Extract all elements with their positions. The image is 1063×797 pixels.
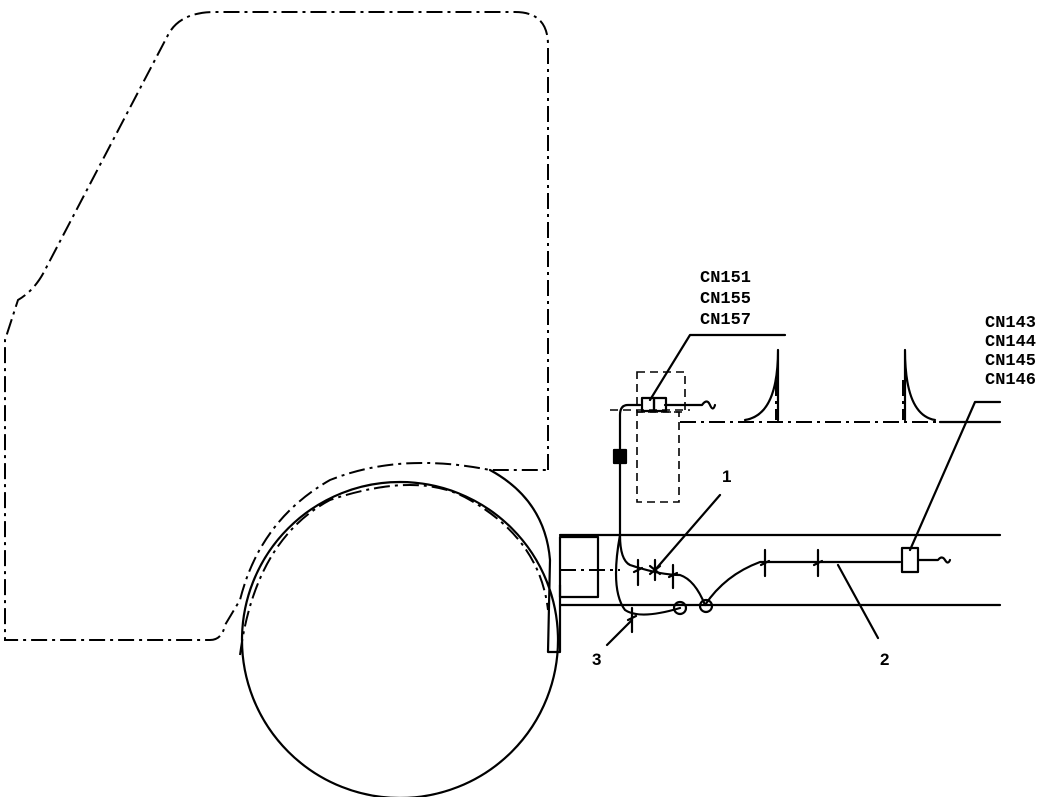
leader-3 (605, 618, 634, 647)
grommet-1 (672, 600, 688, 616)
connector-label-cn157: CN157 (700, 311, 751, 330)
leader-cn151-group (648, 333, 787, 402)
callout-3: 3 (592, 650, 601, 669)
leader-cn143-group (908, 400, 1002, 552)
connector-label-cn155: CN155 (700, 290, 751, 309)
harness-branch-2 (703, 560, 902, 607)
harness-pigtail-top (663, 400, 717, 410)
body-mount-bracket-2 (903, 348, 937, 422)
cab-outline (4, 11, 549, 641)
connector-label-cn146: CN146 (985, 371, 1036, 390)
connector-cn155 (652, 396, 668, 413)
wheel-arch (239, 484, 549, 656)
harness-main (618, 403, 707, 607)
front-wheel (240, 480, 560, 797)
callout-1: 1 (722, 467, 731, 486)
fender-outline (488, 468, 562, 654)
connector-inline (612, 448, 628, 465)
connector-label-cn145: CN145 (985, 352, 1036, 371)
connector-label-cn151: CN151 (700, 269, 751, 288)
grommet-2 (698, 598, 714, 614)
callout-2: 2 (880, 650, 889, 669)
harness-pigtail-rear (916, 556, 952, 564)
leader-1 (653, 493, 722, 572)
harness-branch-3 (614, 533, 682, 616)
connector-label-cn144: CN144 (985, 333, 1036, 352)
body-mount-bracket-1 (743, 348, 780, 422)
module-box-lower (636, 411, 680, 503)
leader-2 (836, 563, 880, 640)
connector-label-cn143: CN143 (985, 314, 1036, 333)
connector-cn143 (900, 546, 920, 574)
connector-cn151 (640, 396, 656, 413)
frame-bracket (558, 535, 600, 599)
